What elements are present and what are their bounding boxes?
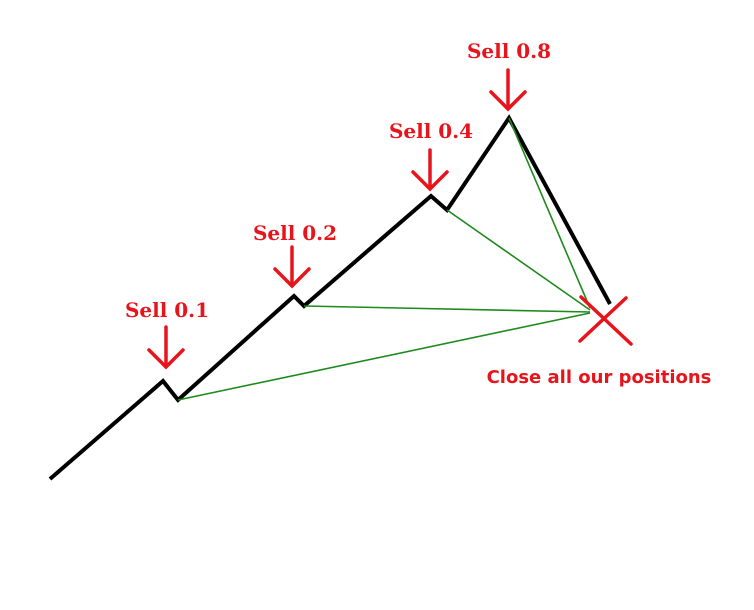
sell-arrow-4	[489, 68, 527, 112]
sell-label-1: Sell 0.1	[125, 298, 209, 322]
sell-label-4: Sell 0.8	[467, 39, 551, 63]
connector-line-3	[446, 209, 591, 311]
close-positions-label: Close all our positions	[487, 367, 712, 388]
sell-label-3: Sell 0.4	[389, 119, 473, 143]
sell-label-2: Sell 0.2	[253, 221, 337, 245]
connector-line-4	[508, 117, 591, 309]
connector-line-2	[303, 305, 591, 313]
connector-lines	[177, 117, 591, 401]
sell-arrow-1	[147, 325, 185, 370]
sell-arrow-3	[411, 148, 449, 192]
sell-arrow-2	[273, 245, 311, 289]
connector-line-1	[177, 312, 591, 401]
close-x-icon	[578, 295, 633, 346]
